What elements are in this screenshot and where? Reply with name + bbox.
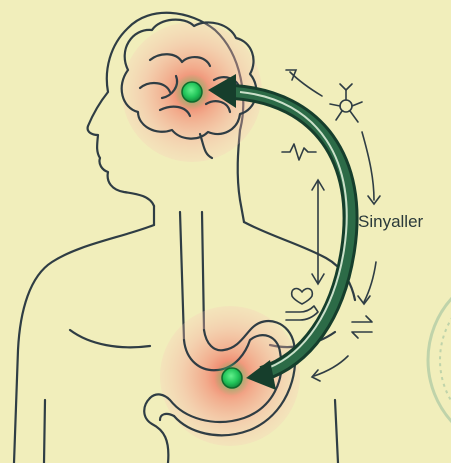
decorative-seal [428, 268, 451, 452]
brain-node [182, 82, 202, 102]
neuron-icon [330, 84, 362, 122]
signals-label: Sinyaller [358, 212, 423, 232]
hand-heart-icon [286, 289, 318, 320]
exchange-arrows-icon [352, 316, 372, 338]
heartbeat-icon [282, 144, 316, 160]
stomach-node [222, 368, 242, 388]
bidirectional-arrow-icon [312, 180, 324, 284]
